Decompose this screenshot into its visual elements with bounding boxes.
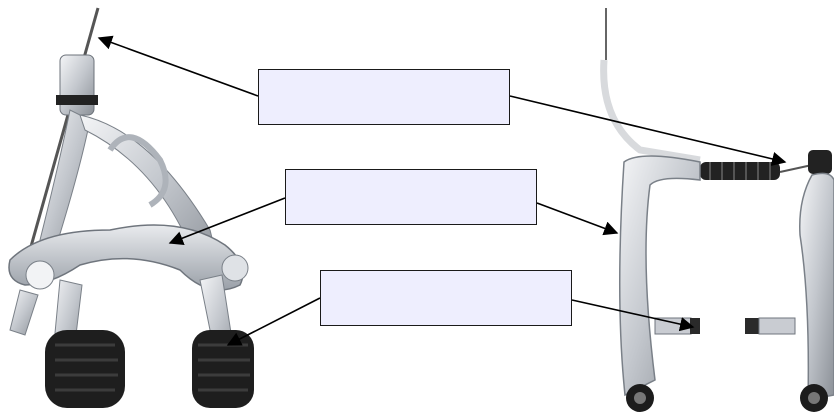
v-brake-image [600,8,834,412]
v-brake-right-arm [799,172,834,401]
v-brake-pad-right [745,318,759,334]
arrow-arm-left [168,197,286,245]
caliper-pad-right [192,330,254,408]
label-box-cable [258,69,510,125]
v-brake-left-arm [619,155,701,397]
arrow-arm-right [536,202,619,236]
arrow-pad-left [226,297,321,346]
barrel-adjuster [59,54,95,116]
arrow-pad-right [571,299,695,332]
caliper-upper-arm [39,109,91,251]
caliper-cable [28,7,100,251]
v-brake-cable [600,59,701,164]
caliper-pad-left [45,330,125,408]
v-brake-boot [700,162,780,180]
label-box-arm [285,169,537,225]
label-box-pad [320,270,572,326]
arrow-cable-right [509,95,787,166]
arrow-cable-left [97,35,259,97]
pointer-arrows [97,35,787,346]
caliper-brake-image [8,7,254,408]
